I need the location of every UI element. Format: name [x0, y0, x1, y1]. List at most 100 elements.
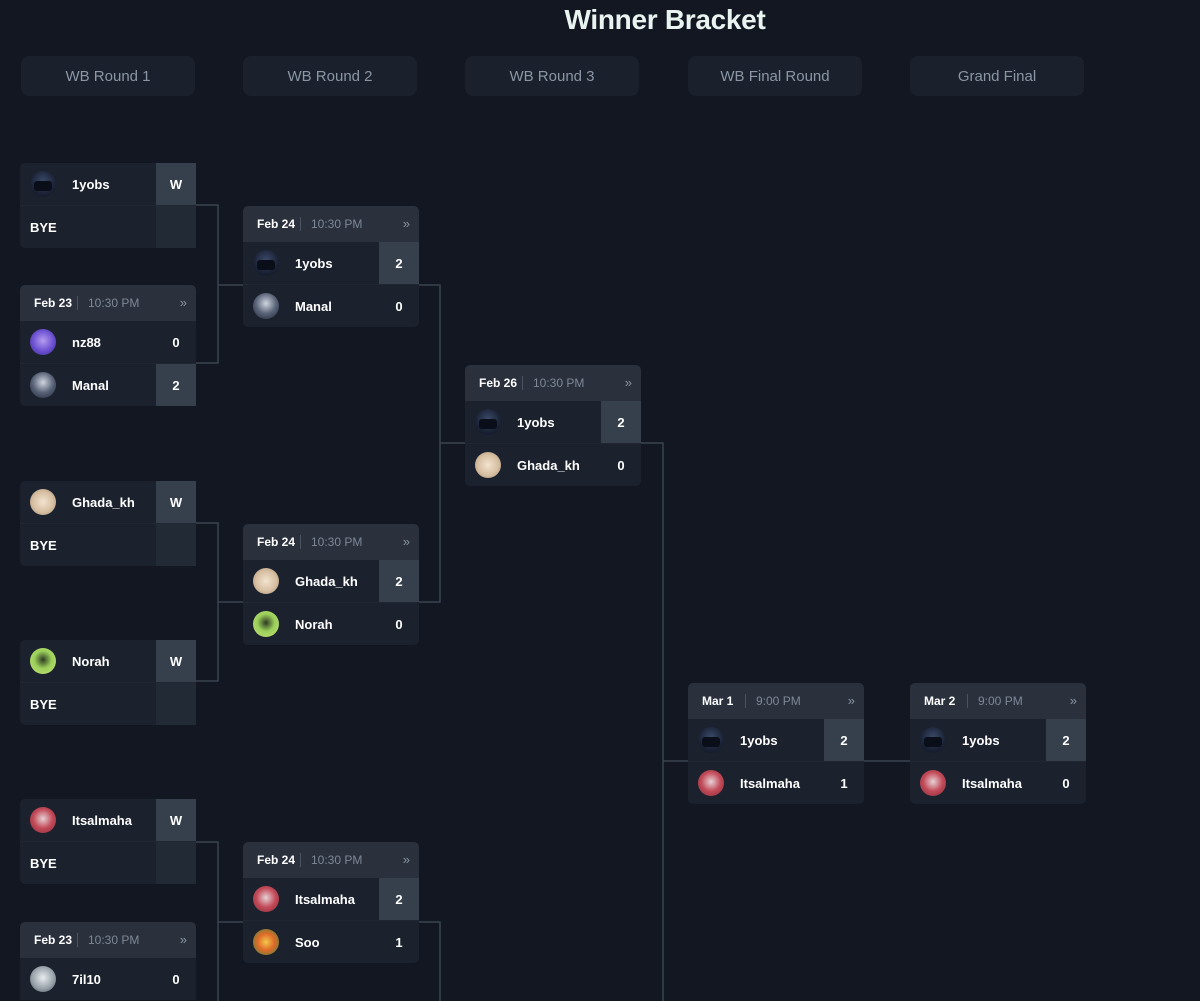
match-header[interactable]: Feb 24 10:30 PM » [243, 842, 419, 878]
match-date: Feb 24 [257, 217, 296, 231]
player-name: Ghada_kh [295, 573, 358, 589]
match-header[interactable]: Feb 23 10:30 PM » [20, 285, 196, 321]
match-r2-2[interactable]: Feb 24 10:30 PM » Ghada_kh 2 Norah 0 [243, 524, 419, 645]
avatar [253, 250, 279, 276]
player-row[interactable]: 1yobs 2 [910, 719, 1086, 762]
double-chevron-right-icon[interactable]: » [179, 295, 187, 310]
double-chevron-right-icon[interactable]: » [179, 932, 187, 947]
divider [300, 217, 301, 231]
player-score: 2 [379, 242, 419, 284]
match-r1-5[interactable]: Itsalmaha W BYE [20, 799, 196, 884]
player-name: Soo [295, 934, 320, 950]
player-row[interactable]: 1yobs 2 [243, 242, 419, 285]
player-name: Itsalmaha [962, 775, 1022, 791]
double-chevron-right-icon[interactable]: » [624, 375, 632, 390]
match-time: 9:00 PM [978, 694, 1023, 708]
match-r2-3[interactable]: Feb 24 10:30 PM » Itsalmaha 2 Soo 1 [243, 842, 419, 963]
player-row[interactable]: Norah 0 [243, 603, 419, 645]
match-time: 10:30 PM [88, 296, 140, 310]
player-name: Manal [295, 298, 332, 314]
match-header[interactable]: Mar 1 9:00 PM » [688, 683, 864, 719]
match-r2-1[interactable]: Feb 24 10:30 PM » 1yobs 2 Manal 0 [243, 206, 419, 327]
player-score: 2 [1046, 719, 1086, 761]
player-row[interactable]: 7il10 0 [20, 958, 196, 1000]
player-score [156, 683, 196, 725]
player-row[interactable]: Itsalmaha 0 [910, 762, 1086, 804]
match-r3-1[interactable]: Feb 26 10:30 PM » 1yobs 2 Ghada_kh 0 [465, 365, 641, 486]
player-name: Manal [72, 377, 109, 393]
round-header-wb-round-1: WB Round 1 [21, 56, 195, 96]
player-row[interactable]: Manal 0 [243, 285, 419, 327]
player-name: Norah [295, 616, 333, 632]
match-header[interactable]: Feb 23 10:30 PM » [20, 922, 196, 958]
match-header[interactable]: Feb 24 10:30 PM » [243, 206, 419, 242]
player-row[interactable]: Itsalmaha 1 [688, 762, 864, 804]
player-row-bye: BYE [20, 524, 196, 566]
player-row[interactable]: Soo 1 [243, 921, 419, 963]
player-name: 1yobs [72, 176, 110, 192]
match-wb-final[interactable]: Mar 1 9:00 PM » 1yobs 2 Itsalmaha 1 [688, 683, 864, 804]
match-header[interactable]: Feb 24 10:30 PM » [243, 524, 419, 560]
avatar [698, 770, 724, 796]
divider [522, 376, 523, 390]
connector-r2-m1-m2 [418, 284, 441, 603]
match-r1-4[interactable]: Norah W BYE [20, 640, 196, 725]
player-score: 0 [172, 334, 180, 350]
player-score: W [156, 481, 196, 523]
avatar [920, 727, 946, 753]
player-name: Norah [72, 653, 110, 669]
player-score [156, 842, 196, 884]
avatar [253, 293, 279, 319]
match-r1-3[interactable]: Ghada_kh W BYE [20, 481, 196, 566]
player-row[interactable]: Itsalmaha W [20, 799, 196, 842]
player-score: 0 [395, 616, 403, 632]
player-row[interactable]: 1yobs W [20, 163, 196, 206]
player-row[interactable]: 1yobs 2 [688, 719, 864, 762]
player-row-bye: BYE [20, 206, 196, 248]
divider [300, 535, 301, 549]
double-chevron-right-icon[interactable]: » [402, 216, 410, 231]
avatar [253, 886, 279, 912]
match-grand-final[interactable]: Mar 2 9:00 PM » 1yobs 2 Itsalmaha 0 [910, 683, 1086, 804]
match-r1-2[interactable]: Feb 23 10:30 PM » nz88 0 Manal 2 [20, 285, 196, 406]
match-r1-1[interactable]: 1yobs W BYE [20, 163, 196, 248]
player-name: BYE [30, 855, 57, 871]
player-row[interactable]: 1yobs 2 [465, 401, 641, 444]
match-time: 10:30 PM [88, 933, 140, 947]
double-chevron-right-icon[interactable]: » [1069, 693, 1077, 708]
player-name: Itsalmaha [72, 812, 132, 828]
player-name: nz88 [72, 334, 101, 350]
avatar [920, 770, 946, 796]
round-header-wb-round-3: WB Round 3 [465, 56, 639, 96]
player-name: BYE [30, 537, 57, 553]
match-time: 10:30 PM [311, 853, 363, 867]
player-score: 0 [617, 457, 625, 473]
match-time: 9:00 PM [756, 694, 801, 708]
match-header[interactable]: Mar 2 9:00 PM » [910, 683, 1086, 719]
avatar [253, 611, 279, 637]
player-score: 1 [395, 934, 403, 950]
match-r1-6[interactable]: Feb 23 10:30 PM » 7il10 0 [20, 922, 196, 1000]
round-header-wb-final-round: WB Final Round [688, 56, 862, 96]
round-header-grand-final: Grand Final [910, 56, 1084, 96]
avatar [475, 409, 501, 435]
player-row[interactable]: Ghada_kh W [20, 481, 196, 524]
avatar [30, 372, 56, 398]
player-row[interactable]: Ghada_kh 2 [243, 560, 419, 603]
player-row[interactable]: Norah W [20, 640, 196, 683]
player-row[interactable]: Ghada_kh 0 [465, 444, 641, 486]
player-row[interactable]: nz88 0 [20, 321, 196, 364]
player-score: W [156, 799, 196, 841]
player-row[interactable]: Itsalmaha 2 [243, 878, 419, 921]
double-chevron-right-icon[interactable]: » [402, 852, 410, 867]
avatar [30, 966, 56, 992]
player-row[interactable]: Manal 2 [20, 364, 196, 406]
double-chevron-right-icon[interactable]: » [847, 693, 855, 708]
player-score: 0 [1062, 775, 1070, 791]
round-header-wb-round-2: WB Round 2 [243, 56, 417, 96]
avatar [30, 329, 56, 355]
player-score: 2 [379, 560, 419, 602]
double-chevron-right-icon[interactable]: » [402, 534, 410, 549]
match-header[interactable]: Feb 26 10:30 PM » [465, 365, 641, 401]
